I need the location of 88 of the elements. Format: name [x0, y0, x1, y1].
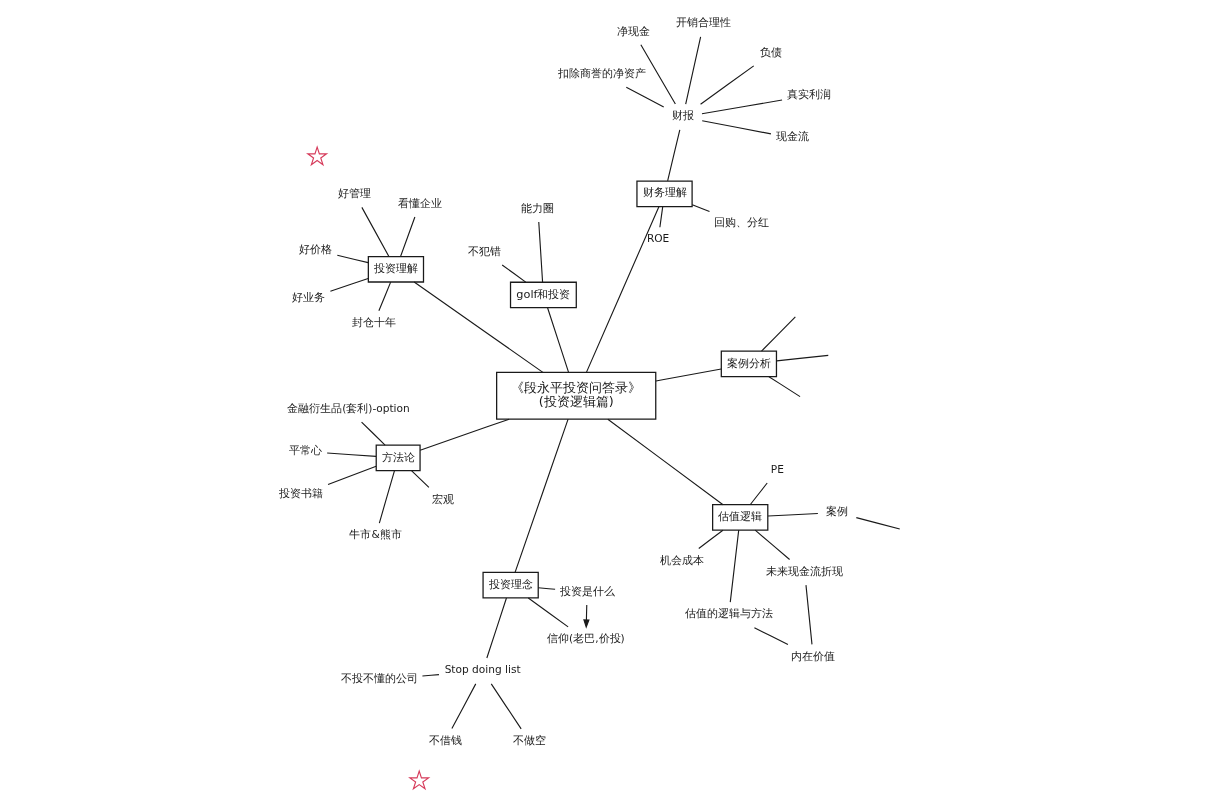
node-text: 真实利润 — [786, 88, 831, 100]
node-star — [305, 145, 328, 167]
connector — [399, 216, 415, 257]
connector — [625, 86, 664, 108]
node-text: 看懂企业 — [397, 196, 442, 209]
connector — [700, 99, 783, 115]
node-text: 内在价值 — [790, 649, 835, 662]
connector — [691, 204, 710, 213]
node-text: 不投不懂的公司 — [340, 671, 418, 684]
connector — [419, 418, 510, 451]
connector — [658, 206, 663, 228]
connector — [327, 465, 377, 485]
connector — [767, 376, 801, 398]
node-text: 扣除商誉的净资产 — [557, 67, 646, 79]
node-text: 净现金 — [616, 24, 650, 37]
connector — [546, 307, 569, 373]
node-text: 牛市&熊市 — [349, 528, 402, 541]
connector — [654, 368, 722, 382]
node-text: 开销合理性 — [675, 16, 731, 29]
connector — [421, 674, 440, 677]
node-text: 好业务 — [291, 290, 325, 303]
node-text: 案例 — [825, 505, 848, 517]
connector — [329, 278, 369, 292]
node-text: 回购、分红 — [713, 216, 769, 229]
connector — [378, 470, 395, 524]
connector — [537, 221, 543, 283]
node-text: 信仰(老巴,价投) — [546, 632, 625, 645]
connector — [606, 418, 724, 506]
connector — [701, 120, 772, 135]
node-box: 投资理解 — [367, 255, 424, 283]
connector — [753, 627, 788, 646]
node-box: 《段永平投资问答录》 (投资逻辑篇) — [495, 371, 656, 420]
node-text: 不犯错 — [467, 244, 501, 257]
node-text: 现金流 — [775, 130, 809, 143]
node-text: 不借钱 — [428, 733, 462, 746]
connector — [639, 44, 676, 105]
connector — [336, 254, 369, 264]
node-star — [407, 769, 430, 791]
connector — [699, 65, 754, 105]
connector — [766, 512, 818, 517]
connector — [514, 418, 569, 573]
node-text: 不做空 — [512, 734, 546, 747]
connector — [501, 264, 526, 283]
node-text: 投资书籍 — [278, 486, 323, 499]
connector — [684, 36, 701, 105]
node-text: 负债 — [759, 45, 782, 58]
node-text: 投资是什么 — [559, 584, 615, 597]
connector — [804, 584, 813, 645]
connector — [485, 597, 507, 659]
connector — [697, 529, 723, 549]
node-text: 平常心 — [288, 444, 322, 457]
node-box: 估值逻辑 — [711, 504, 768, 531]
node-text: 金融衍生品(套利)-option — [286, 401, 410, 414]
node-box: 投资理念 — [481, 571, 539, 599]
node-box: golf和投资 — [509, 281, 577, 309]
connector — [450, 683, 476, 730]
connector — [360, 421, 386, 446]
node-text: 好价格 — [298, 242, 332, 255]
connector — [527, 597, 569, 628]
connector — [413, 281, 543, 373]
node-box: 案例分析 — [720, 350, 777, 378]
node-text: Stop doing list — [444, 663, 521, 676]
connector — [666, 129, 680, 182]
connector — [775, 354, 829, 362]
node-text: 未来现金流折现 — [765, 564, 843, 577]
node-text: 好管理 — [337, 186, 371, 199]
connector — [377, 281, 391, 312]
connector — [537, 587, 556, 590]
node-text: 机会成本 — [659, 553, 704, 566]
connector — [749, 482, 768, 506]
node-text: 封仓十年 — [351, 316, 396, 329]
connector — [855, 517, 900, 530]
node-text: 能力圈 — [520, 201, 554, 214]
connector — [410, 470, 429, 488]
connector — [729, 529, 739, 603]
node-box: 方法论 — [375, 444, 421, 472]
connector — [326, 452, 377, 457]
node-text: 估值的逻辑与方法 — [684, 607, 773, 620]
connector — [360, 206, 389, 257]
node-text: 财报 — [671, 109, 694, 122]
node-box: 财务理解 — [635, 180, 693, 208]
connector — [760, 316, 796, 352]
node-text: ROE — [646, 232, 669, 245]
node-text: 宏观 — [431, 492, 454, 505]
connector — [490, 683, 522, 730]
node-text: PE — [770, 462, 784, 475]
connector — [585, 206, 659, 373]
connector — [754, 529, 790, 561]
